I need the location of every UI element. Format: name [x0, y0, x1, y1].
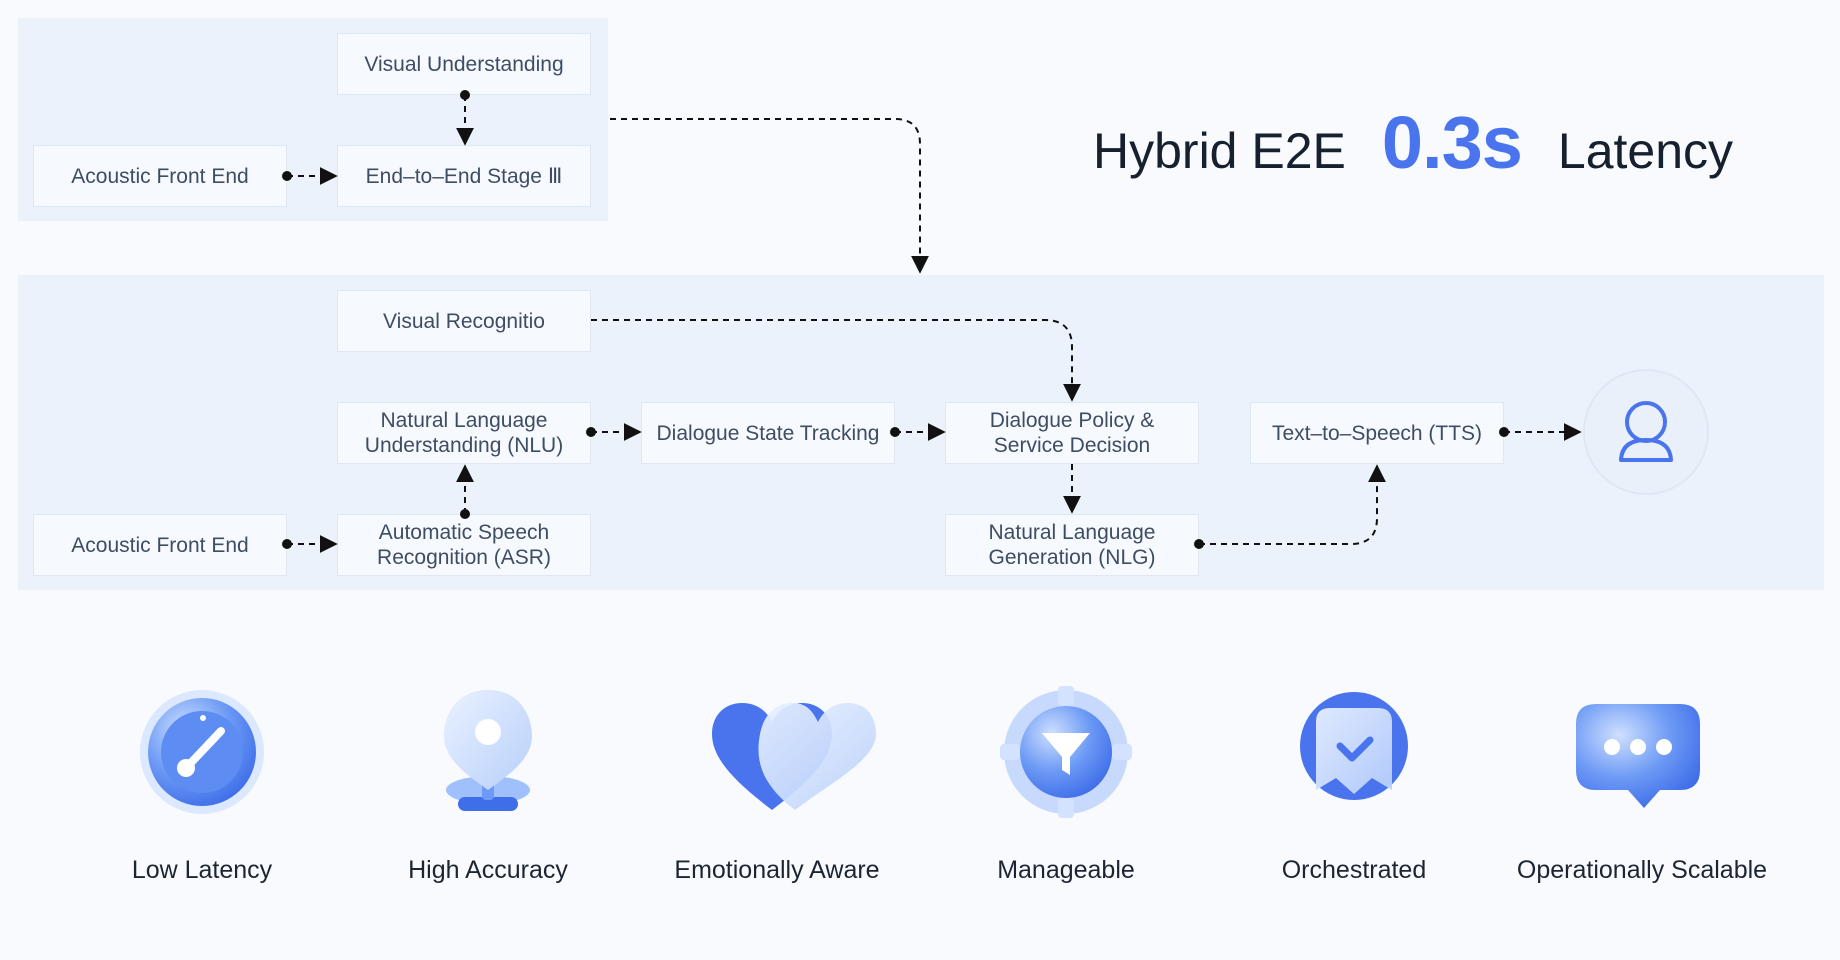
visual-understanding-box: Visual Understanding	[337, 33, 591, 95]
heart-icon	[712, 703, 876, 810]
acoustic-front-end-box-bottom: Acoustic Front End	[33, 514, 287, 576]
nlu-box: Natural Language Understanding (NLU)	[337, 402, 591, 464]
arrow-e2e-to-cascade	[610, 118, 929, 274]
latency-headline: Hybrid E2E 0.3s Latency	[1093, 100, 1733, 185]
arrow-nlg-to-tts	[1199, 464, 1386, 545]
feature-label-low-latency: Low Latency	[131, 856, 273, 884]
feature-label-orchestrated: Orchestrated	[1281, 856, 1427, 884]
speedometer-icon	[140, 690, 264, 814]
nlg-box: Natural Language Generation (NLG)	[945, 514, 1199, 576]
visual-recognition-box: Visual Recognitio	[337, 290, 591, 352]
feature-label-manageable: Manageable	[997, 856, 1135, 884]
user-icon	[1583, 369, 1709, 495]
headline-value: 0.3s	[1381, 101, 1523, 184]
badge-check-icon	[1300, 692, 1408, 800]
gear-filter-icon	[1000, 686, 1132, 818]
feature-label-operationally-scalable: Operationally Scalable	[1516, 856, 1768, 884]
asr-box: Automatic Speech Recognition (ASR)	[337, 514, 591, 576]
location-pin-icon	[444, 690, 532, 811]
headline-prefix: Hybrid E2E	[1093, 123, 1346, 179]
feature-label-emotionally-aware: Emotionally Aware	[674, 856, 880, 884]
dst-box: Dialogue State Tracking	[641, 402, 895, 464]
headline-suffix: Latency	[1557, 123, 1734, 179]
arrow-visual-recognition-to-policy	[591, 319, 1081, 402]
tts-box: Text–to–Speech (TTS)	[1250, 402, 1504, 464]
chat-bubble-icon	[1576, 704, 1700, 808]
feature-label-high-accuracy: High Accuracy	[408, 856, 568, 884]
